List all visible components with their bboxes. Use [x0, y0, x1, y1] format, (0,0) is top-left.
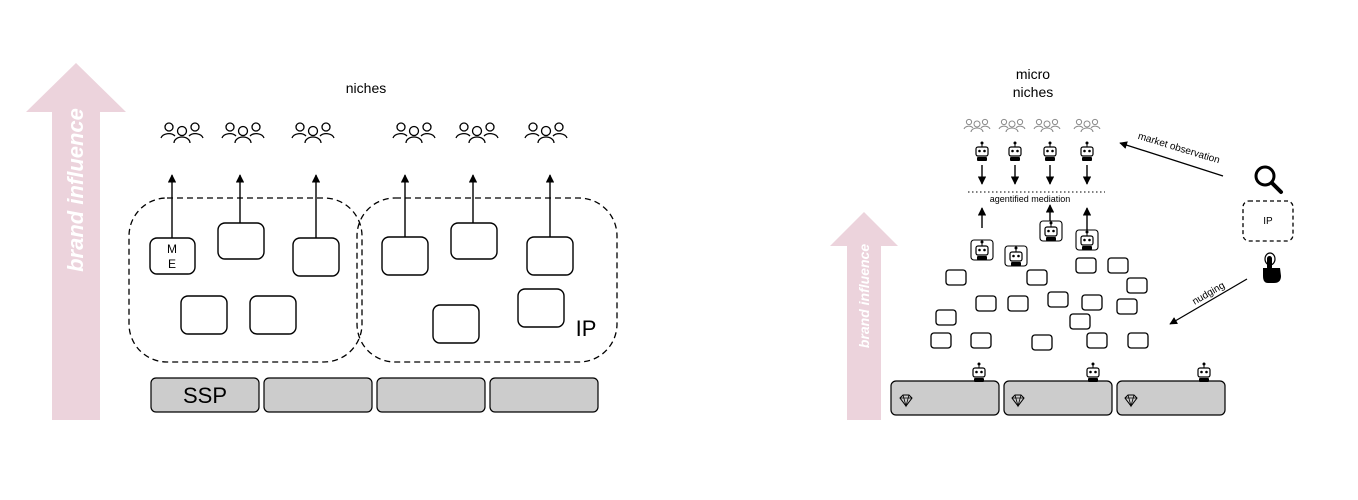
robot-icon: [1008, 140, 1022, 162]
search-icon: [1254, 165, 1283, 194]
robot-icon: [1043, 140, 1057, 162]
platform-segment: [890, 380, 1000, 416]
users-icon: [221, 122, 265, 144]
platform-segment: [489, 377, 599, 413]
micro-niche-box: [970, 332, 992, 349]
nudging-arrow: [1169, 278, 1248, 325]
micro-niche-box: [1116, 298, 1138, 315]
micro-niche-box: [945, 269, 967, 286]
micro-niche-box: [930, 332, 952, 349]
up-arrows: [977, 204, 1092, 230]
robot-icon: [1197, 361, 1211, 383]
micro-niche-box: [975, 295, 997, 312]
market-observation-label: market observation: [1136, 131, 1221, 166]
down-arrows: [977, 165, 1092, 185]
left-ip-label: IP: [576, 316, 597, 341]
micro-niche-box: [1007, 295, 1029, 312]
niche-box: [526, 236, 574, 276]
users-icon: [455, 122, 499, 144]
micro-niche-box: [935, 309, 957, 326]
micro-niche-box: [1086, 332, 1108, 349]
robot-icon: [1086, 361, 1100, 383]
micro-niche-box: [1127, 332, 1149, 349]
micro-niche-box: [1026, 269, 1048, 286]
right-title-line1: micro: [1016, 66, 1050, 82]
left-title: niches: [346, 80, 386, 96]
market-observation-arrow: [1119, 141, 1224, 177]
ssp-label: SSP: [183, 383, 227, 408]
niche-box: [217, 222, 265, 260]
right-title-line2: niches: [1013, 84, 1053, 100]
left-group-boundary: [128, 197, 363, 363]
users-icon: [1073, 118, 1101, 133]
mediation-label: agentified mediation: [990, 194, 1071, 204]
niche-box: [180, 295, 228, 335]
platform-segment: [1116, 380, 1226, 416]
users-icon: [392, 122, 436, 144]
niche-box: [450, 222, 498, 260]
left-axis-label: brand influence: [63, 108, 88, 272]
left-brand-influence-arrow: [26, 63, 126, 420]
platform-segment: [376, 377, 486, 413]
niche-box: [292, 237, 340, 277]
micro-niche-box: [1075, 257, 1097, 274]
robot-icon: [1080, 140, 1094, 162]
micro-niche-box: [1107, 257, 1129, 274]
platform-segment: [263, 377, 373, 413]
niche-box: [249, 295, 297, 335]
right-ip-label: IP: [1263, 216, 1273, 227]
micro-niche-box: [1031, 334, 1053, 351]
hand-pointer-icon: [1263, 252, 1281, 283]
users-icon: [963, 118, 991, 133]
platform-segment: [1003, 380, 1113, 416]
users-icon: [291, 122, 335, 144]
niche-box: [517, 288, 565, 328]
micro-niche-boxes: [930, 257, 1149, 351]
robot-icon: [972, 361, 986, 383]
niche-box: [432, 304, 480, 344]
niche-box: [381, 236, 429, 276]
right-axis-label: brand influence: [856, 244, 872, 348]
micro-niche-box: [1126, 277, 1148, 294]
users-icon: [1033, 118, 1061, 133]
micro-niche-box: [1069, 313, 1091, 330]
users-icon: [160, 122, 204, 144]
right-brand-influence-arrow: [830, 212, 898, 420]
left-up-arrows: [167, 174, 555, 238]
micro-niche-box: [1047, 291, 1069, 308]
ip-group-boundary: [356, 197, 618, 363]
robot-icon: [975, 140, 989, 162]
me-label-line1: M: [167, 242, 177, 256]
micro-niche-box: [1081, 294, 1103, 311]
users-icon: [998, 118, 1026, 133]
users-icon: [524, 122, 568, 144]
ssp-platform-segment: [150, 377, 260, 413]
me-label-line2: E: [168, 257, 176, 271]
